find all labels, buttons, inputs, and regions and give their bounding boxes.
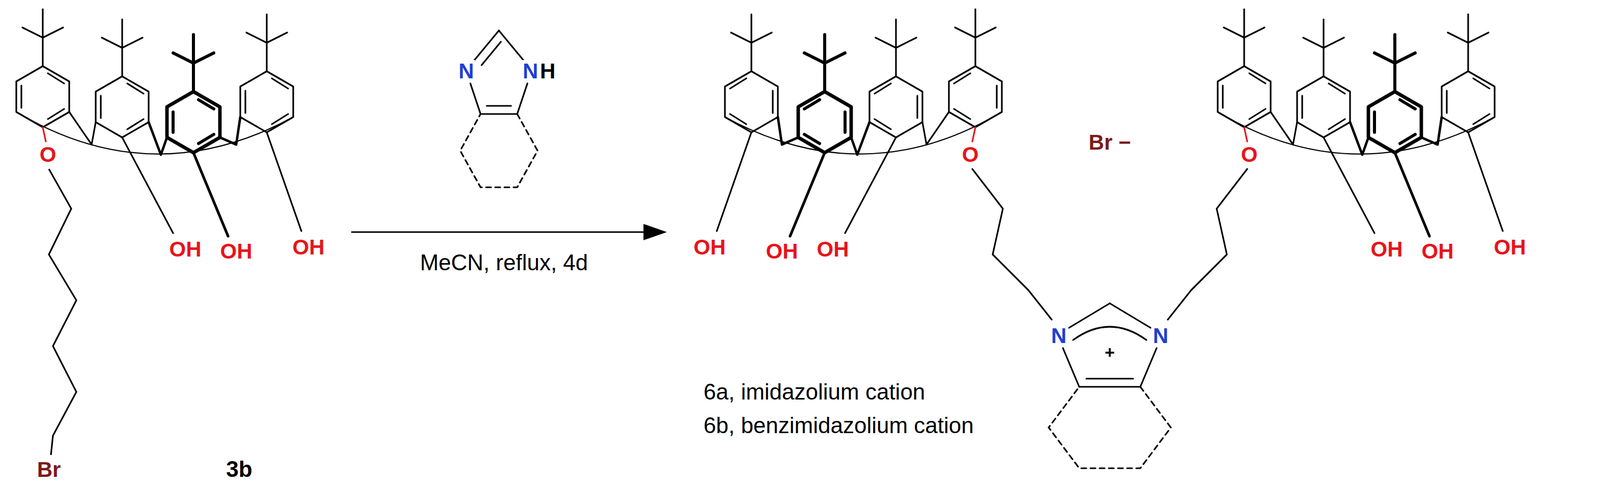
hydroxyl-group: OH [291,236,326,259]
reaction-arrow [351,231,648,233]
nitrogen-atom: N [457,60,475,83]
hydroxyl-group: OH [1493,236,1528,259]
butyl-chain [972,169,1248,320]
oxygen-atom: O [1240,143,1259,166]
nitrogen-atom: N [1050,324,1068,348]
calixarene [716,9,1002,237]
bromine-atom: Br [36,458,63,482]
hydroxyl-group: OH [1369,238,1405,261]
imidazole-ring [460,30,538,188]
hydroxyl-group: OH [692,236,727,259]
bromide-counterion: Br − [1087,131,1133,154]
nitrogen-atom: N [1152,324,1170,348]
hydroxyl-group: OH [168,238,203,261]
compound-caption: 6b, benzimidazolium cation [702,413,975,438]
hydroxyl-group: OH [1420,240,1455,263]
compound-caption: 6a, imidazolium cation [702,380,926,404]
nitrogen-atom: N [521,60,540,83]
butyl-chain [48,169,77,456]
compound-number: 3b [225,457,254,482]
hydrogen-atom: H [539,60,557,83]
hydroxyl-group: OH [219,240,254,263]
charge-sign: + [1103,343,1116,362]
imidazolium-ring [1048,303,1171,469]
calixarene [16,9,302,237]
hydroxyl-group: OH [816,238,851,261]
calixarene [1217,9,1503,237]
oxygen-atom: O [38,143,58,166]
oxygen-atom: O [961,143,980,166]
arrow-head [643,223,667,241]
hydroxyl-group: OH [765,240,800,263]
reaction-conditions: MeCN, reflux, 4d [418,250,589,275]
